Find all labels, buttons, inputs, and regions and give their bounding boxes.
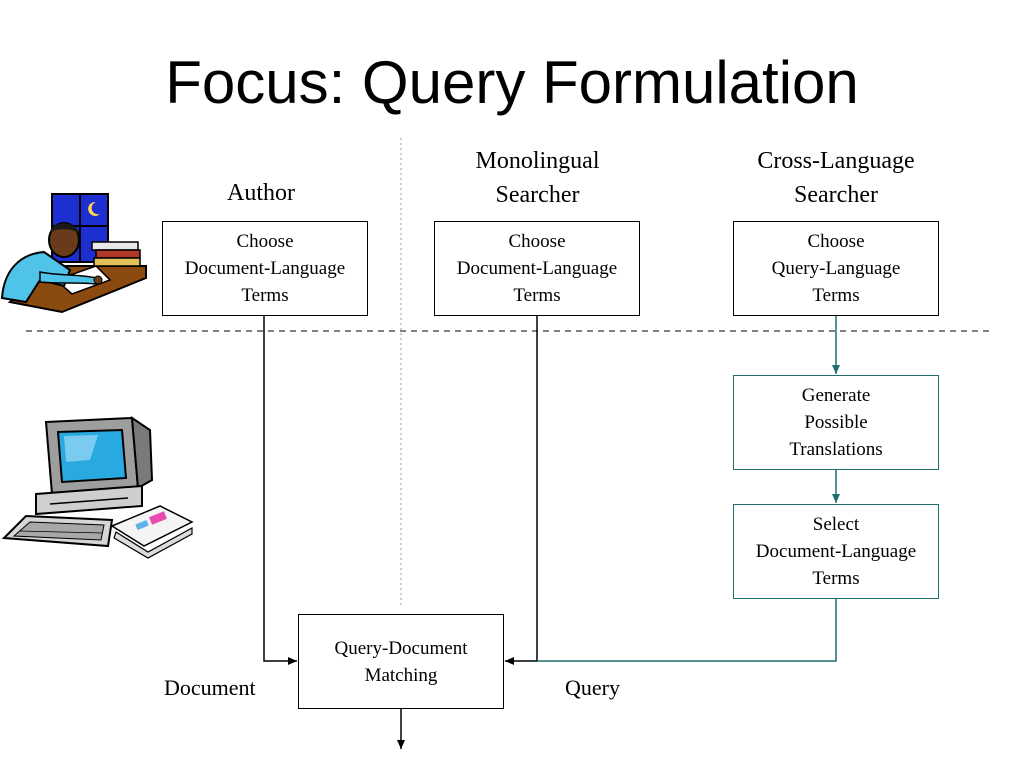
slide-title: Focus: Query Formulation [165, 49, 859, 116]
generate-translations-box: Generate Possible Translations [733, 375, 939, 470]
desktop-computer-icon [1, 416, 194, 559]
monolingual-searcher-heading: Monolingual Searcher [475, 148, 600, 208]
author-heading: Author [227, 180, 295, 206]
document-label: Document [164, 675, 256, 700]
select-terms-box: Select Document-Language Terms [733, 504, 939, 599]
query-label: Query [565, 675, 620, 700]
cross-language-searcher-heading: Cross-Language Searcher [757, 148, 915, 208]
select-to-matching-line [537, 599, 837, 662]
mono-to-matching-arrow [505, 316, 538, 665]
author-to-matching-arrow [263, 316, 297, 665]
monolingual-choose-terms-box: Choose Document-Language Terms [434, 221, 640, 316]
cross-language-choose-terms-box: Choose Query-Language Terms [733, 221, 939, 316]
person-writing-at-desk-icon [0, 193, 147, 314]
author-choose-terms-box: Choose Document-Language Terms [162, 221, 368, 316]
query-document-matching-box: Query-Document Matching [298, 614, 504, 709]
